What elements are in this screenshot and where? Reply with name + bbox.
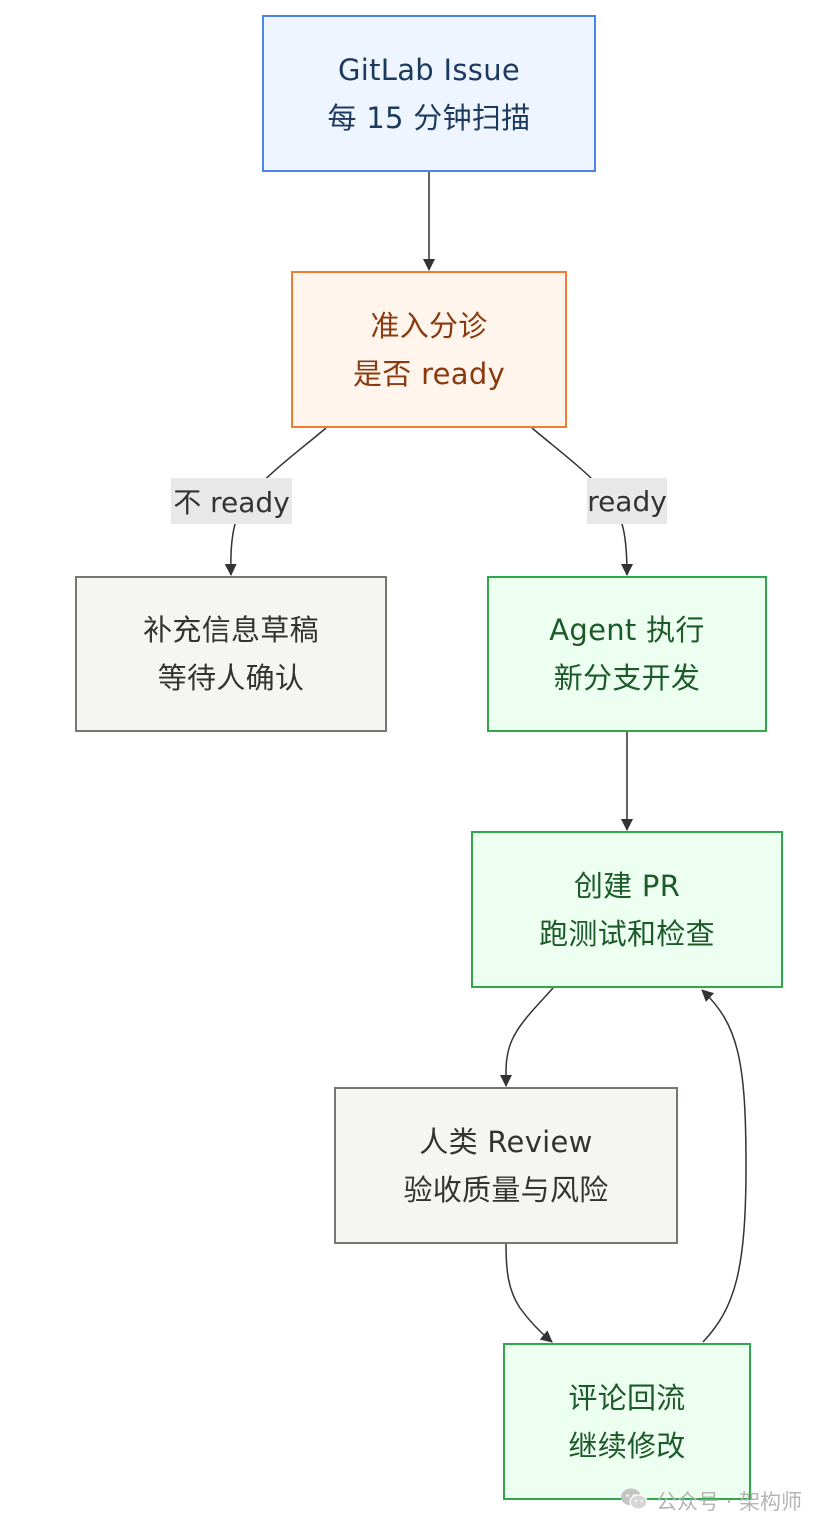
node-feedback-line2: 继续修改 bbox=[568, 1428, 686, 1463]
node-draft-line1: 补充信息草稿 bbox=[143, 613, 319, 647]
node-triage-line2: 是否 ready bbox=[352, 356, 506, 391]
node-gitlab-issue-line2: 每 15 分钟扫描 bbox=[327, 100, 531, 135]
node-agent: Agent 执行 新分支开发 bbox=[487, 576, 767, 732]
node-pr: 创建 PR 跑测试和检查 bbox=[471, 831, 783, 988]
wechat-icon bbox=[620, 1487, 648, 1516]
node-pr-line1: 创建 PR bbox=[573, 868, 681, 903]
edge-pr-to-review bbox=[499, 987, 554, 1087]
node-review: 人类 Review 验收质量与风险 bbox=[334, 1087, 678, 1244]
node-triage-line1: 准入分诊 bbox=[370, 308, 488, 343]
watermark-text: 公众号 · 架构师 bbox=[655, 1490, 802, 1514]
node-triage: 准入分诊 是否 ready bbox=[291, 271, 567, 428]
edge-review-to-feedback bbox=[505, 1243, 553, 1343]
node-agent-line1: Agent 执行 bbox=[549, 613, 705, 647]
node-draft-line2: 等待人确认 bbox=[157, 661, 305, 695]
edge-feedback-to-pr bbox=[701, 989, 747, 1343]
edge-label-ready: ready bbox=[587, 478, 667, 524]
node-gitlab-issue-line1: GitLab Issue bbox=[337, 52, 521, 87]
node-gitlab-issue: GitLab Issue 每 15 分钟扫描 bbox=[262, 15, 596, 172]
node-pr-line2: 跑测试和检查 bbox=[539, 916, 715, 951]
node-review-line1: 人类 Review bbox=[419, 1124, 593, 1159]
node-feedback: 评论回流 继续修改 bbox=[503, 1343, 751, 1500]
edge-label-not-ready: 不 ready bbox=[171, 478, 292, 524]
node-draft: 补充信息草稿 等待人确认 bbox=[75, 576, 387, 732]
watermark: 公众号 · 架构师 bbox=[620, 1484, 802, 1518]
node-agent-line2: 新分支开发 bbox=[553, 661, 701, 695]
node-feedback-line1: 评论回流 bbox=[568, 1380, 686, 1415]
node-review-line2: 验收质量与风险 bbox=[403, 1172, 609, 1207]
